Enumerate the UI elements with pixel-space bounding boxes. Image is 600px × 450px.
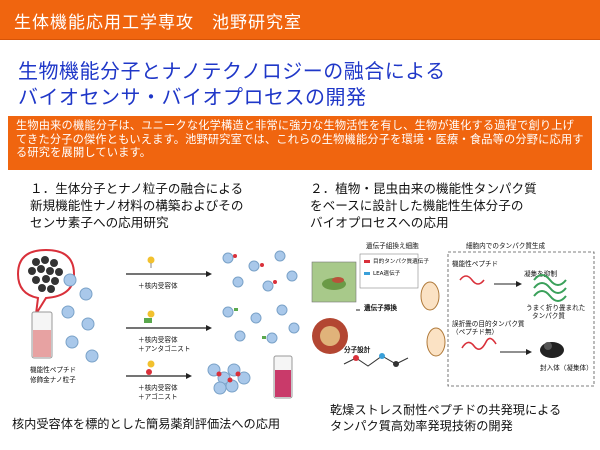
sample-vial xyxy=(31,311,53,359)
section2-title: ２．植物・昆虫由来の機能性タンパク質 をベースに設計した機能性生体分子の バイオ… xyxy=(310,180,594,231)
plasmid-legend: 目的タンパク質遺伝子 LEA遺伝子 xyxy=(359,253,429,289)
protein-expression-figure: 遺伝子組換え細胞 目的タンパク質遺伝子 LEA遺伝子 遺伝子挿換 分子設計 細胞… xyxy=(311,241,595,387)
cell-interior-box: 細胞内でのタンパク質生成 機能性ペプチド 凝集を抑制 うまく折り畳まれた タンパ… xyxy=(447,241,595,387)
main-title: 生物機能分子とナノテクノロジーの融合による バイオセンサ・バイオプロセスの開発 xyxy=(18,58,588,110)
peptide-structure: 分子設計 xyxy=(343,345,409,367)
section1-title: １．生体分子とナノ粒子の融合による 新規機能性ナノ材料の構築およびその センサ素… xyxy=(30,180,292,231)
folded-label-1: うまく折り畳まれた xyxy=(526,303,585,312)
organism-photo xyxy=(311,261,357,303)
legend-1: 目的タンパク質遺伝子 xyxy=(373,257,429,265)
row3-label-2: ＋アゴニスト xyxy=(138,392,178,401)
row1-label: ＋核内受容体 xyxy=(138,281,178,290)
aggregation-label: 凝集を抑制 xyxy=(524,269,557,278)
particle-label-2: 修飾金ナノ粒子 xyxy=(30,375,76,384)
misfold-label-2: （ペプチド無） xyxy=(452,327,498,336)
lab-title: 生体機能応用工学専攻 池野研究室 xyxy=(14,13,302,33)
molecule-design-label: 分子設計 xyxy=(344,345,371,354)
section2-caption-line-2: タンパク質高効率発現技術の開発 xyxy=(330,419,513,433)
row2-label-2: ＋アンタゴニスト xyxy=(138,344,191,353)
main-title-line-2: バイオセンサ・バイオプロセスの開発 xyxy=(18,85,367,109)
main-title-line-1: 生物機能分子とナノテクノロジーの融合による xyxy=(18,59,446,83)
row2-label-1: ＋核内受容体 xyxy=(138,335,178,344)
section2-caption-line-1: 乾燥ストレス耐性ペプチドの共発現による xyxy=(330,403,562,417)
misfold-label-1: 誤折畳の目的タンパク質 xyxy=(452,319,525,328)
section2-title-line-2: をベースに設計した機能性生体分子の xyxy=(310,198,524,213)
section1-title-line-2: 新規機能性ナノ材料の構築およびその xyxy=(30,198,244,213)
peptide-label: 機能性ペプチド xyxy=(452,259,498,268)
aggregate-label: 封入体（凝集体） xyxy=(540,363,593,372)
section2-title-line-1: ２．植物・昆虫由来の機能性タンパク質 xyxy=(310,181,537,196)
recombinant-cells xyxy=(420,281,446,357)
reaction-row-2: ＋核内受容体 ＋アンタゴニスト xyxy=(126,304,300,353)
section1-title-line-3: センサ素子への応用研究 xyxy=(30,215,169,230)
cell-box-title: 細胞内でのタンパク質生成 xyxy=(466,241,546,250)
legend-2: LEA遺伝子 xyxy=(373,269,401,277)
section2-caption: 乾燥ストレス耐性ペプチドの共発現による タンパク質高効率発現技術の開発 xyxy=(330,402,561,434)
gene-swap-label: 遺伝子挿換 xyxy=(363,303,397,312)
summary-box: 生物由来の機能分子は、ユニークな化学構造と非常に強力な生物活性を有し、生物が進化… xyxy=(8,116,592,170)
reaction-row-1: ＋核内受容体 xyxy=(126,250,298,292)
header-bar: 生体機能応用工学専攻 池野研究室 xyxy=(0,0,600,40)
section1-caption: 核内受容体を標的とした簡易薬剤評価法への応用 xyxy=(12,417,281,431)
folded-label-2: タンパク質 xyxy=(532,311,565,320)
larva-photo xyxy=(312,318,348,354)
inclusion-body xyxy=(540,342,564,358)
particle-label-1: 機能性ペプチド xyxy=(30,365,76,374)
tem-image-bubble xyxy=(16,248,76,315)
peptide-nanoparticles xyxy=(61,273,99,363)
folded-protein xyxy=(533,274,567,302)
reaction-row-3: ＋核内受容体 ＋アゴニスト xyxy=(126,355,293,401)
gene-label: 遺伝子組換え細胞 xyxy=(366,241,419,250)
nanoparticle-figure: 機能性ペプチド 修飾金ナノ粒子 ＋核内受容体 ＋核内受容体 ＋アンタゴニスト xyxy=(16,248,300,401)
row3-label-1: ＋核内受容体 xyxy=(138,383,178,392)
section1-title-line-1: １．生体分子とナノ粒子の融合による xyxy=(30,181,244,196)
section2-title-line-3: バイオプロセスへの応用 xyxy=(310,215,449,230)
